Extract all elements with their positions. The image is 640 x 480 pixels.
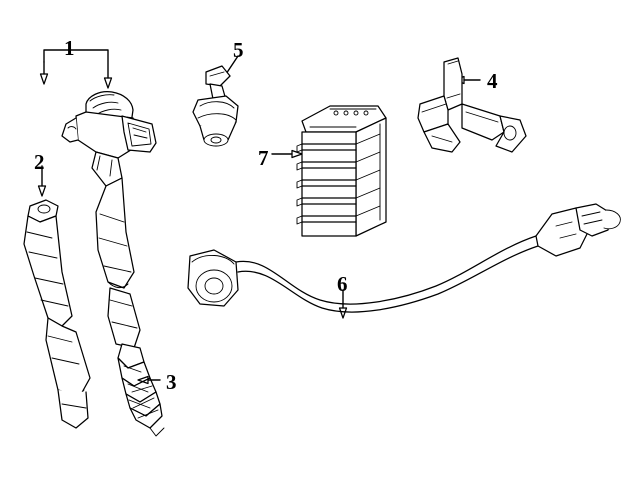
callout-2-leader [37,165,47,197]
callout-label-5: 5 [233,38,244,62]
callout-label-7: 7 [258,146,269,170]
part-ignition-coil [61,90,157,349]
part-bracket [417,57,527,153]
part-wire-harness [187,203,621,313]
part-knock-sensor [192,65,239,147]
part-spark-plug [117,343,165,437]
callout-label-2: 2 [34,150,45,174]
callout-label-4: 4 [487,69,498,93]
callout-label-1: 1 [64,36,75,60]
callout-label-6: 6 [337,272,348,296]
part-control-module [296,105,387,237]
module-fins [301,143,357,223]
callout-3-leader [137,375,161,385]
callout-6-leader [338,289,348,319]
callout-1-leader [39,49,113,89]
part-spark-plug-boot-left [23,199,91,429]
callout-label-3: 3 [166,370,177,394]
